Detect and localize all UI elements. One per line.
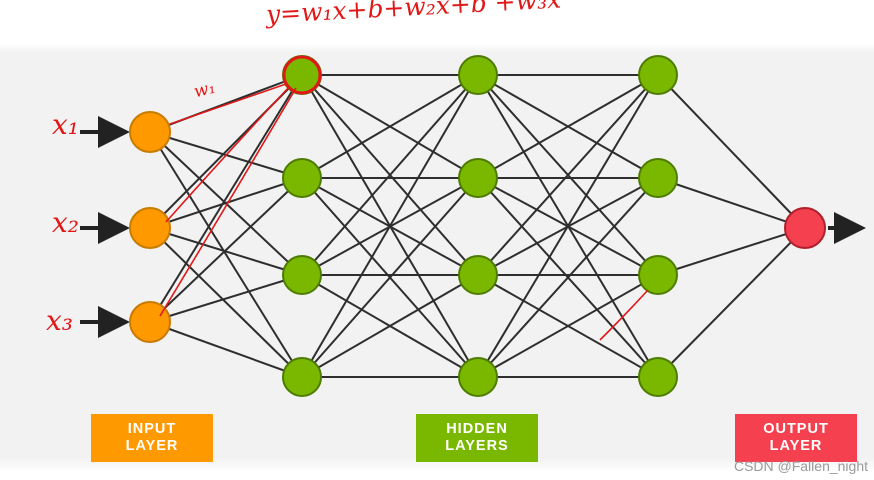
hidden2-node-1 <box>458 55 498 95</box>
edge-input-3-hidden1-4 <box>149 321 303 378</box>
connections <box>149 74 806 378</box>
input-layer-label: INPUT LAYER <box>91 414 213 462</box>
annotation-stroke-w1 <box>169 83 287 125</box>
hidden3-node-2 <box>638 158 678 198</box>
edge-hidden2-4-hidden3-2 <box>477 177 659 378</box>
edge-hidden2-2-hidden3-1 <box>477 74 659 179</box>
edge-hidden3-2-output-1 <box>657 177 806 229</box>
edge-input-3-hidden1-2 <box>149 177 303 323</box>
hidden-layers-label-line1: HIDDEN <box>446 421 508 437</box>
annotation-stroke-w3 <box>159 87 297 317</box>
edge-hidden1-4-hidden2-2 <box>301 177 479 378</box>
input-annotation-x2: x₂ <box>52 206 80 239</box>
input-node-1 <box>129 111 171 153</box>
hidden1-node-4 <box>282 357 322 397</box>
edge-hidden1-3-hidden2-1 <box>301 74 479 276</box>
hidden2-node-3 <box>458 255 498 295</box>
edge-input-2-hidden1-4 <box>149 227 303 378</box>
hidden3-node-3 <box>638 255 678 295</box>
edge-hidden1-4-hidden2-1 <box>301 74 479 378</box>
output-layer-label: OUTPUT LAYER <box>735 414 857 462</box>
edge-input-3-hidden1-3 <box>149 274 303 323</box>
hidden2-node-4 <box>458 357 498 397</box>
hidden-layers-label: HIDDEN LAYERS <box>416 414 538 462</box>
edge-hidden3-4-output-1 <box>657 227 806 378</box>
edge-hidden2-3-hidden3-1 <box>477 74 659 276</box>
annotation-ring-hidden1-node-1 <box>282 55 322 95</box>
hidden1-node-2 <box>282 158 322 198</box>
edge-hidden3-3-output-1 <box>657 227 806 276</box>
input-node-3 <box>129 301 171 343</box>
annotation-stroke-w2 <box>165 85 291 223</box>
input-layer-label-line2: LAYER <box>125 438 179 454</box>
edge-hidden1-4-hidden2-3 <box>301 274 479 378</box>
hidden3-node-4 <box>638 357 678 397</box>
hidden-layers-label-line2: LAYERS <box>445 438 509 454</box>
edge-hidden2-4-hidden3-1 <box>477 74 659 378</box>
edge-hidden1-2-hidden2-1 <box>301 74 479 179</box>
input-layer-label-line1: INPUT <box>127 421 177 437</box>
edge-input-2-hidden1-2 <box>149 177 303 229</box>
hidden2-node-2 <box>458 158 498 198</box>
io-arrows <box>80 116 866 338</box>
input-node-2 <box>129 207 171 249</box>
annotation-strokes <box>159 55 649 341</box>
edge-input-1-hidden1-4 <box>149 131 303 378</box>
hidden1-node-3 <box>282 255 322 295</box>
watermark: CSDN @Fallen_night <box>733 458 868 474</box>
output-layer-label-line1: OUTPUT <box>763 421 829 437</box>
neurons <box>129 55 826 397</box>
output-node-1 <box>784 207 826 249</box>
edge-hidden3-1-output-1 <box>657 74 806 229</box>
output-layer-label-line2: LAYER <box>769 438 823 454</box>
edge-input-3-hidden1-1 <box>149 74 303 323</box>
input-annotation-x1: x₁ <box>52 108 80 141</box>
edge-hidden2-4-hidden3-3 <box>477 274 659 378</box>
input-annotation-x3: x₃ <box>46 304 74 337</box>
edge-input-2-hidden1-3 <box>149 227 303 276</box>
annotation-stroke-mark <box>599 289 649 341</box>
hidden3-node-1 <box>638 55 678 95</box>
